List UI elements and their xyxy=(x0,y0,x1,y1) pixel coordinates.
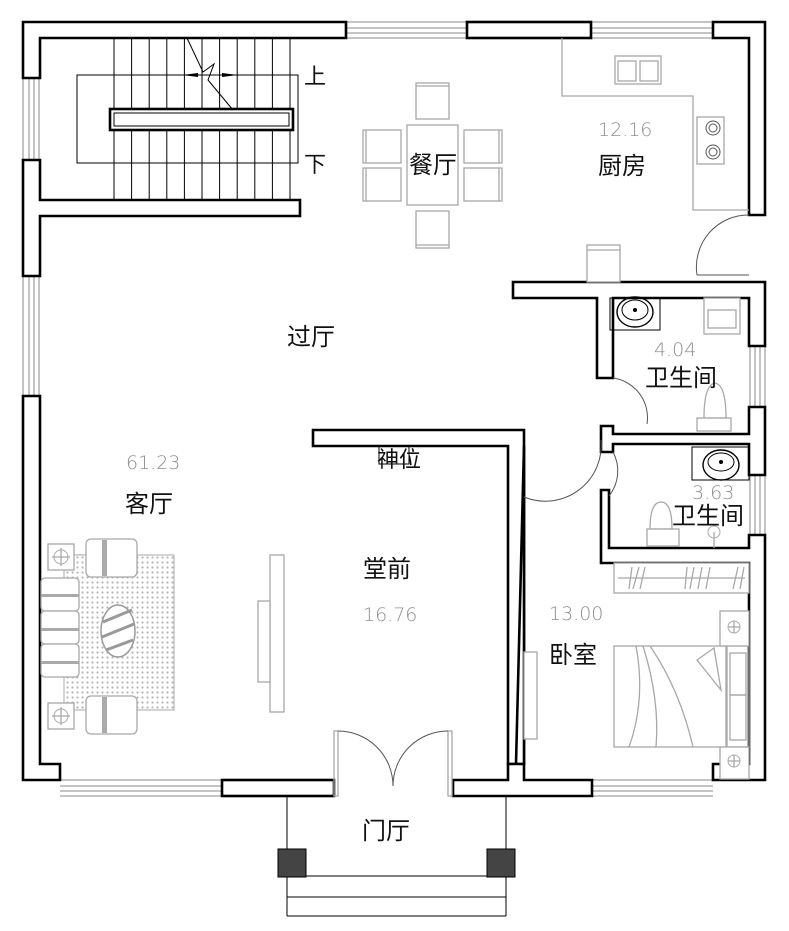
stair-arrow-left-icon xyxy=(182,73,198,77)
room-label-living: 客厅 xyxy=(125,490,173,518)
kitchen-counter xyxy=(561,38,750,276)
toilet-icon xyxy=(646,501,680,547)
nightstand-icon xyxy=(719,610,750,647)
column-icon xyxy=(277,848,307,878)
bathroom-1-fixtures xyxy=(609,296,741,432)
shrine-table-icon xyxy=(378,445,410,465)
dining-table-set xyxy=(362,82,503,249)
window-right-bath1 xyxy=(749,346,766,407)
toilet-icon xyxy=(696,382,732,432)
window-top-kitchen xyxy=(591,21,713,39)
area-bedroom: 13.00 xyxy=(549,603,603,625)
room-label-front-hall: 堂前 xyxy=(363,555,411,583)
window-left-stair xyxy=(22,78,40,160)
sofa-icon xyxy=(40,577,80,678)
bedroom-furniture xyxy=(523,562,750,780)
front-door[interactable] xyxy=(333,730,453,797)
fridge-icon xyxy=(586,244,621,283)
coffee-table-icon xyxy=(100,604,136,658)
shrine-label: 神位 xyxy=(377,448,421,473)
window-left-hall xyxy=(22,276,40,396)
entry-porch xyxy=(277,796,516,917)
room-label-kitchen: 厨房 xyxy=(598,152,646,180)
floor-drain-icon xyxy=(707,525,721,548)
window-top-dining xyxy=(346,21,467,39)
side-table-icon xyxy=(47,702,75,730)
window-bottom-living xyxy=(60,779,222,797)
wardrobe-icon xyxy=(613,562,750,594)
area-front-hall: 16.76 xyxy=(363,604,417,626)
bathroom-2-fixtures xyxy=(523,439,750,548)
room-label-entry: 门厅 xyxy=(362,817,410,845)
nightstand-icon xyxy=(719,746,750,780)
stair-arrow-right-icon xyxy=(222,73,238,77)
area-bath1: 4.04 xyxy=(654,339,696,361)
room-label-bath2: 卫生间 xyxy=(672,502,744,530)
desk-icon xyxy=(523,651,538,740)
column-icon xyxy=(486,848,516,878)
bed-icon xyxy=(613,645,750,748)
room-label-bedroom: 卧室 xyxy=(549,641,597,669)
room-label-hall: 过厅 xyxy=(287,323,335,351)
room-label-dining: 餐厅 xyxy=(409,151,457,179)
stove-icon xyxy=(696,116,725,165)
washbasin-icon xyxy=(616,296,654,328)
tv-cabinet-icon xyxy=(257,554,285,713)
window-bottom-bedroom xyxy=(592,779,713,797)
sink-icon xyxy=(614,55,662,85)
window-right-bath2 xyxy=(749,475,766,535)
armchair-icon xyxy=(85,695,138,735)
washbasin-icon xyxy=(702,449,740,481)
stair-up-label: 上 xyxy=(304,65,326,90)
living-room-furniture xyxy=(40,538,285,735)
area-living: 61.23 xyxy=(126,452,180,474)
windows xyxy=(22,21,766,797)
side-table-icon xyxy=(47,543,75,571)
room-labels: 餐厅 12.16 厨房 过厅 4.04 卫生间 神位 3.63 卫生间 61.2… xyxy=(125,119,744,845)
staircase: 上 下 xyxy=(76,37,326,200)
area-kitchen: 12.16 xyxy=(598,119,652,141)
room-label-bath1: 卫生间 xyxy=(645,364,717,392)
washing-machine-icon xyxy=(703,297,741,335)
stair-down-label: 下 xyxy=(304,153,326,178)
armchair-icon xyxy=(85,538,138,578)
area-bath2: 3.63 xyxy=(692,482,734,504)
